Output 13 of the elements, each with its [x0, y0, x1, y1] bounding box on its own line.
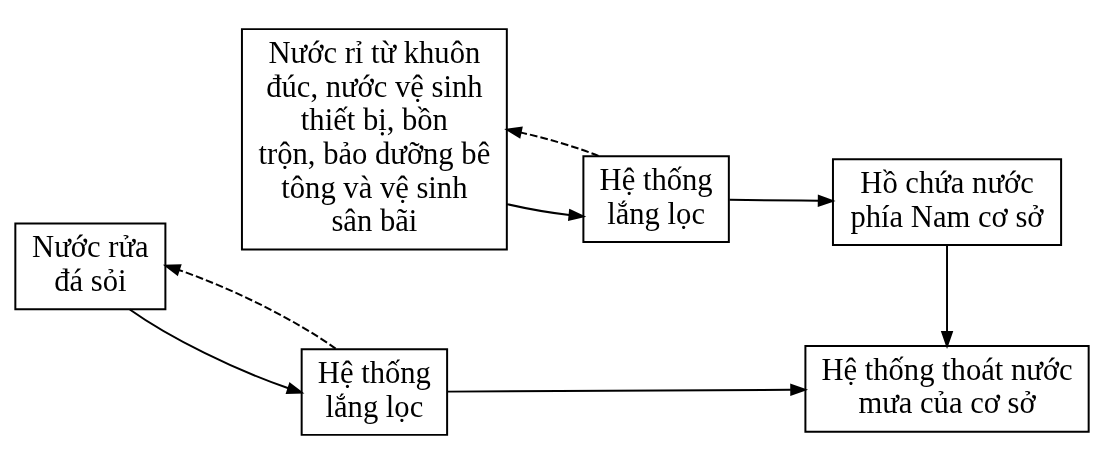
arrow	[506, 202, 587, 221]
arrow	[504, 126, 600, 157]
arrow	[128, 307, 305, 394]
node-box: Hệ thống lắng lọc	[582, 154, 730, 243]
node-box: Nước rỉ từ khuôn đúc, nước vệ sinh thiết bị, bồn trộn, bảo dưỡng bê tông và vệ sinh sân bãi	[240, 27, 508, 251]
node-box: Nước rửa đá sỏi	[14, 222, 167, 310]
arrow	[446, 383, 809, 396]
arrow	[728, 194, 836, 207]
node-box: Hồ chứa nước phía Nam cơ sở	[831, 157, 1063, 246]
node-box: Hệ thống lắng lọc	[300, 347, 449, 436]
arrow	[940, 243, 954, 349]
arrow	[162, 263, 337, 350]
node-box: Hệ thống thoát nước mưa của cơ sở	[804, 344, 1090, 433]
